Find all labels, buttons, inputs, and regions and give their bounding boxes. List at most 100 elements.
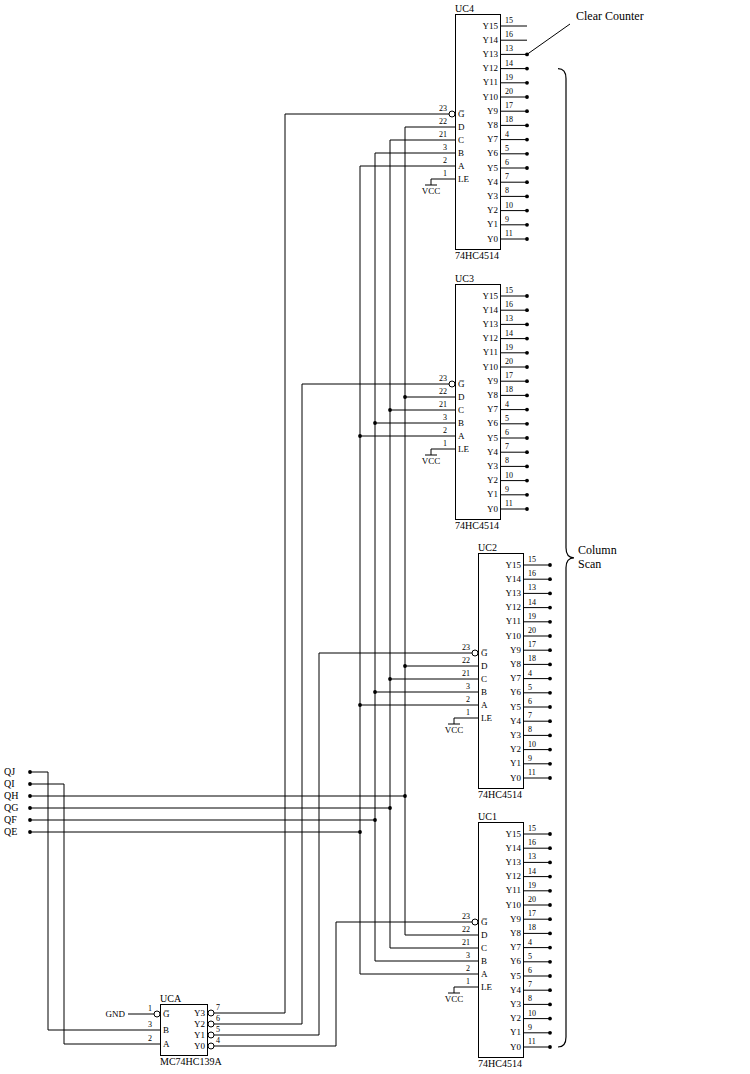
pin-name: D bbox=[481, 662, 488, 671]
junction-dot bbox=[548, 620, 552, 624]
wire bbox=[501, 125, 527, 126]
pin-number: 10 bbox=[528, 1010, 536, 1018]
wire bbox=[30, 796, 405, 797]
junction-dot bbox=[548, 592, 552, 596]
pin-name: Y14 bbox=[506, 575, 522, 584]
pin-name: Y2 bbox=[194, 1020, 205, 1029]
pin-name: Y15 bbox=[483, 292, 499, 301]
pin-number: 2 bbox=[443, 427, 447, 435]
pin-name: Y2 bbox=[487, 476, 498, 485]
pin-number: 19 bbox=[528, 882, 536, 890]
pin-name: LE bbox=[458, 445, 469, 454]
pin-number: 16 bbox=[528, 570, 536, 578]
junction-dot bbox=[548, 748, 552, 752]
pin-number: 4 bbox=[505, 401, 509, 409]
wire bbox=[501, 26, 527, 27]
wire bbox=[524, 650, 550, 651]
pin-number: 5 bbox=[216, 1026, 220, 1034]
junction-dot bbox=[548, 734, 552, 738]
pin-name: G̅ bbox=[458, 380, 465, 389]
wire bbox=[524, 664, 550, 665]
wire bbox=[375, 153, 455, 154]
pin-number: 15 bbox=[528, 825, 536, 833]
pin-number: 14 bbox=[528, 599, 536, 607]
signal-name: QH bbox=[4, 791, 18, 801]
wire bbox=[501, 338, 527, 339]
pin-name: Y11 bbox=[506, 617, 521, 626]
junction-dot bbox=[28, 818, 32, 822]
wire bbox=[524, 876, 550, 877]
pin-name: Y8 bbox=[487, 121, 498, 130]
wire bbox=[390, 679, 478, 680]
junction-dot bbox=[388, 677, 392, 681]
pin-name: Y5 bbox=[510, 703, 521, 712]
pin-number: 9 bbox=[505, 486, 509, 494]
pin-name: Y14 bbox=[506, 844, 522, 853]
pin-name: Y2 bbox=[510, 1014, 521, 1023]
pin-name: Y6 bbox=[487, 149, 498, 158]
junction-dot bbox=[525, 365, 529, 369]
pin-number: 18 bbox=[505, 386, 513, 394]
pin-number: 4 bbox=[216, 1037, 220, 1045]
pin-number: 13 bbox=[505, 45, 513, 53]
pin-number: 3 bbox=[148, 1021, 152, 1029]
pin-number: 7 bbox=[528, 712, 532, 720]
pin-name: Y11 bbox=[506, 886, 521, 895]
pin-number: 15 bbox=[505, 17, 513, 25]
wire bbox=[501, 139, 527, 140]
pin-number: 15 bbox=[505, 287, 513, 295]
pin-number: 7 bbox=[505, 173, 509, 181]
pin-number: 15 bbox=[528, 556, 536, 564]
pin-number: 21 bbox=[462, 670, 470, 678]
wire bbox=[501, 54, 527, 55]
pin-name: Y4 bbox=[510, 986, 521, 995]
junction-dot bbox=[28, 830, 32, 834]
pin-number: 17 bbox=[505, 372, 513, 380]
pin-number: 4 bbox=[528, 670, 532, 678]
pin-number: 14 bbox=[528, 868, 536, 876]
pin-number: 18 bbox=[528, 655, 536, 663]
pin-number: 13 bbox=[505, 315, 513, 323]
wire bbox=[30, 808, 390, 809]
junction-dot bbox=[525, 223, 529, 227]
pin-name: Y9 bbox=[510, 646, 521, 655]
pin-name: D bbox=[458, 123, 465, 132]
junction-dot bbox=[28, 794, 32, 798]
pin-number: 4 bbox=[505, 131, 509, 139]
part-number: 74HC4514 bbox=[478, 789, 522, 800]
wire bbox=[501, 296, 527, 297]
pin-name: Y10 bbox=[506, 901, 522, 910]
wire bbox=[524, 593, 550, 594]
wire bbox=[501, 97, 527, 98]
wire bbox=[501, 239, 527, 240]
wire bbox=[524, 1047, 550, 1048]
pin-name: Y4 bbox=[510, 717, 521, 726]
pin-name: Y6 bbox=[487, 419, 498, 428]
junction-dot bbox=[525, 109, 529, 113]
junction-dot bbox=[525, 379, 529, 383]
junction-dot bbox=[548, 1045, 552, 1049]
wire bbox=[524, 565, 550, 566]
pin-number: 1 bbox=[466, 709, 470, 717]
pin-number: 7 bbox=[505, 443, 509, 451]
junction-dot bbox=[548, 563, 552, 567]
junction-dot bbox=[525, 209, 529, 213]
junction-dot bbox=[548, 705, 552, 709]
reference-designator: UC4 bbox=[455, 3, 474, 14]
junction-dot bbox=[28, 770, 32, 774]
pin-number: 11 bbox=[528, 1038, 536, 1046]
junction-dot bbox=[525, 479, 529, 483]
pin-name: Y12 bbox=[506, 872, 522, 881]
pin-name: Y1 bbox=[487, 490, 498, 499]
pin-number: 5 bbox=[528, 953, 532, 961]
pin-name: Y2 bbox=[487, 206, 498, 215]
pin-number: 2 bbox=[466, 696, 470, 704]
junction-dot bbox=[525, 308, 529, 312]
junction-dot bbox=[548, 776, 552, 780]
wire bbox=[501, 466, 527, 467]
wire bbox=[448, 724, 460, 725]
junction-dot bbox=[525, 351, 529, 355]
pin-name: Y8 bbox=[510, 929, 521, 938]
junction-dot bbox=[548, 832, 552, 836]
